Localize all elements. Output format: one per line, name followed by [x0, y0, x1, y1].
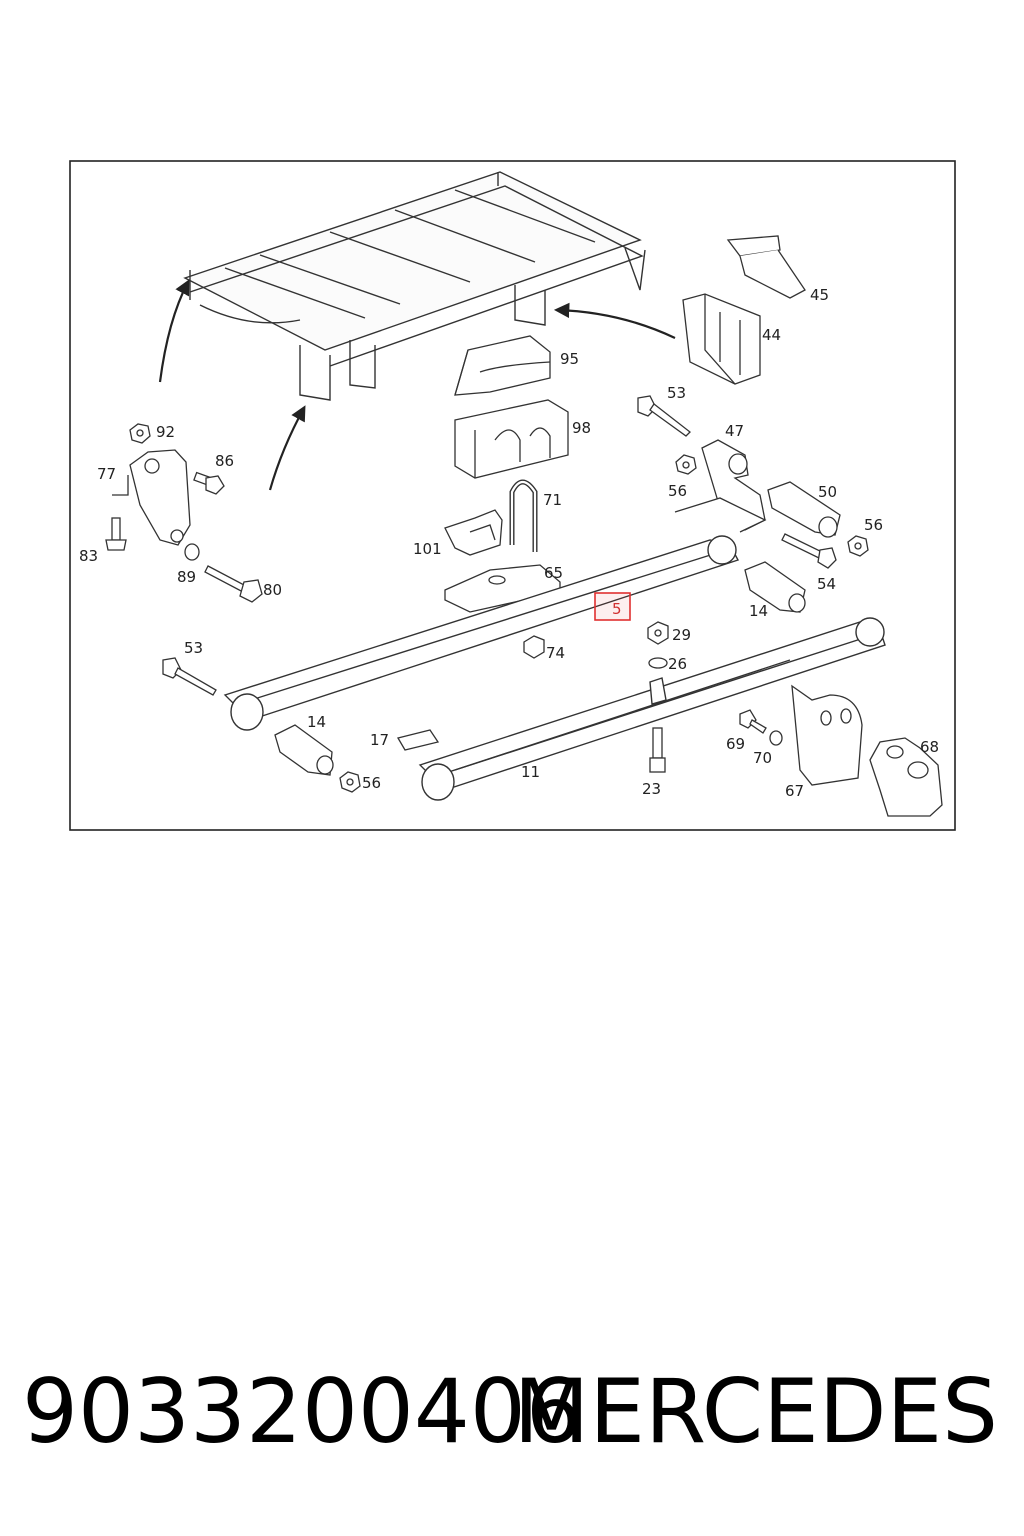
bump-stop-101	[444, 509, 503, 556]
callout-labels: 45 44 95 98 53 47 92 86 77 83 89 80 71 1…	[79, 286, 939, 800]
brand-caption: MERCEDES	[513, 1360, 998, 1463]
callout-26: 26	[668, 655, 687, 673]
bolt-80	[204, 565, 263, 603]
plate-95	[454, 335, 551, 396]
nut-92	[129, 423, 151, 444]
washer-26	[648, 657, 668, 669]
nut-56-right	[847, 535, 869, 557]
bolt-53-top	[637, 395, 691, 437]
callout-14-right: 14	[749, 602, 768, 620]
callout-68: 68	[920, 738, 939, 756]
nut-74	[523, 635, 545, 659]
callout-80: 80	[263, 581, 282, 599]
callout-77: 77	[97, 465, 116, 483]
callout-54: 54	[817, 575, 836, 593]
nut-29	[647, 621, 669, 645]
callout-47: 47	[725, 422, 744, 440]
callout-70: 70	[753, 749, 772, 767]
callout-83: 83	[79, 547, 98, 565]
callout-65: 65	[544, 564, 563, 582]
bushing-50	[767, 481, 841, 538]
arrow-to-rear-hanger	[268, 405, 306, 491]
callout-11: 11	[521, 763, 540, 781]
callout-23: 23	[642, 780, 661, 798]
callout-50: 50	[818, 483, 837, 501]
callout-89: 89	[177, 568, 196, 586]
bracket-67	[791, 684, 863, 786]
callout-74: 74	[546, 644, 565, 662]
part-number-caption: 9033200406	[22, 1360, 582, 1463]
bracket-45	[726, 235, 806, 299]
callout-67: 67	[785, 782, 804, 800]
callout-44: 44	[762, 326, 781, 344]
chassis-frame	[183, 171, 646, 401]
bolt-86	[193, 471, 225, 495]
bolt-69	[739, 709, 767, 734]
leaf-spring-5	[223, 535, 740, 731]
bolt-54	[781, 533, 837, 569]
callout-45: 45	[810, 286, 829, 304]
callout-5: 5	[612, 600, 622, 618]
callout-69: 69	[726, 735, 745, 753]
bushing-14-right	[744, 561, 806, 613]
bolt-83	[105, 517, 127, 551]
plate-98	[454, 399, 569, 479]
assembly-arrows	[158, 279, 676, 491]
arrow-from-shackle	[553, 302, 676, 339]
highlight-box-part-5	[594, 592, 631, 621]
callout-95: 95	[560, 350, 579, 368]
arrow-to-front-hanger	[158, 279, 190, 383]
callout-53-top: 53	[667, 384, 686, 402]
callout-29: 29	[672, 626, 691, 644]
bracket-44	[682, 293, 761, 385]
nut-56-lower	[339, 771, 361, 793]
bolt-53-lower	[162, 657, 217, 696]
callout-101: 101	[413, 540, 442, 558]
bushing-14-left	[274, 724, 334, 776]
callout-92: 92	[156, 423, 175, 441]
callout-56-lower: 56	[362, 774, 381, 792]
bracket-68	[869, 737, 943, 817]
callout-56-right: 56	[864, 516, 883, 534]
callout-53-lower: 53	[184, 639, 203, 657]
bolt-23	[649, 727, 666, 773]
callout-86: 86	[215, 452, 234, 470]
nut-56-upper	[675, 454, 697, 475]
pad-17	[397, 729, 440, 751]
washer-70	[769, 730, 783, 746]
washer-89	[184, 543, 200, 561]
callout-71: 71	[543, 491, 562, 509]
hanger-77	[112, 449, 191, 546]
callout-98: 98	[572, 419, 591, 437]
spring-seat-65	[444, 564, 561, 613]
shackle-47	[674, 439, 767, 533]
callout-17: 17	[370, 731, 389, 749]
callout-56-upper: 56	[668, 482, 687, 500]
leaf-spring-11	[418, 617, 886, 801]
callout-14-left: 14	[307, 713, 326, 731]
